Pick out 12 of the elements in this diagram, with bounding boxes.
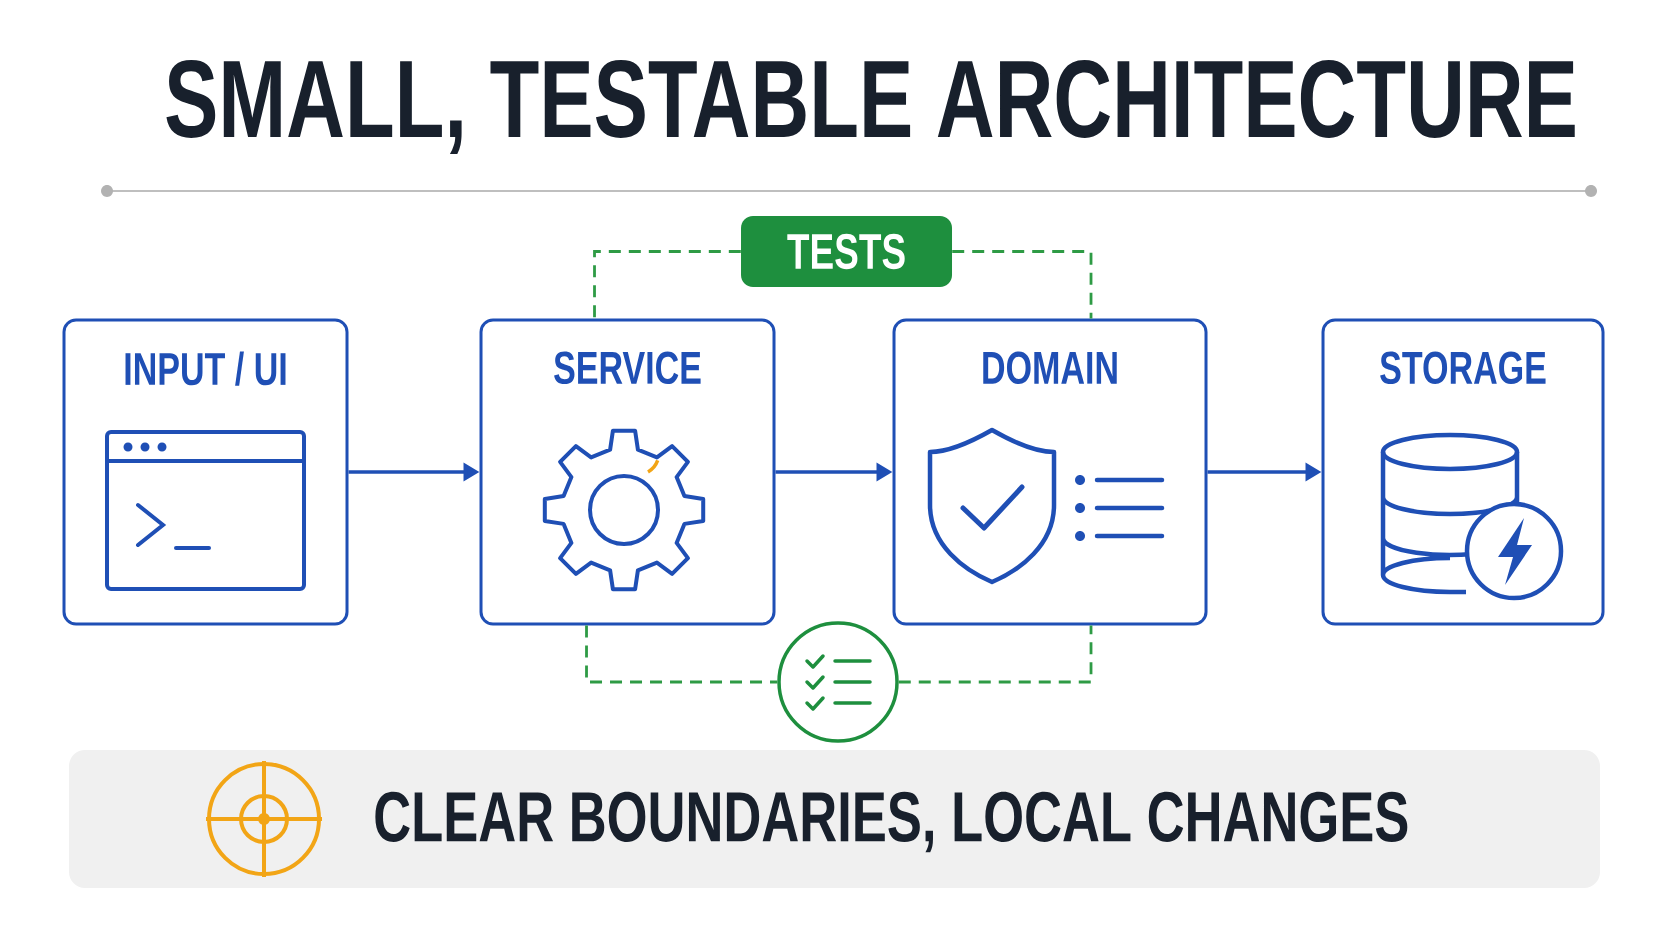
checklist-circle bbox=[777, 621, 899, 743]
title: SMALL, TESTABLE ARCHITECTURE bbox=[166, 60, 1575, 154]
dashed-connector bbox=[952, 250, 1093, 319]
process-box: SERVICE bbox=[479, 318, 776, 626]
process-box: STORAGE bbox=[1321, 318, 1605, 626]
process-box: INPUT / UI bbox=[62, 318, 349, 626]
dashed-connector bbox=[898, 625, 1093, 684]
summary-banner: CLEAR BOUNDARIES, LOCAL CHANGES bbox=[69, 750, 1600, 888]
dashed-connector bbox=[593, 250, 741, 319]
dashed-connector bbox=[585, 625, 778, 684]
process-box: DOMAIN bbox=[892, 318, 1208, 626]
tests-badge: TESTS bbox=[741, 216, 952, 287]
